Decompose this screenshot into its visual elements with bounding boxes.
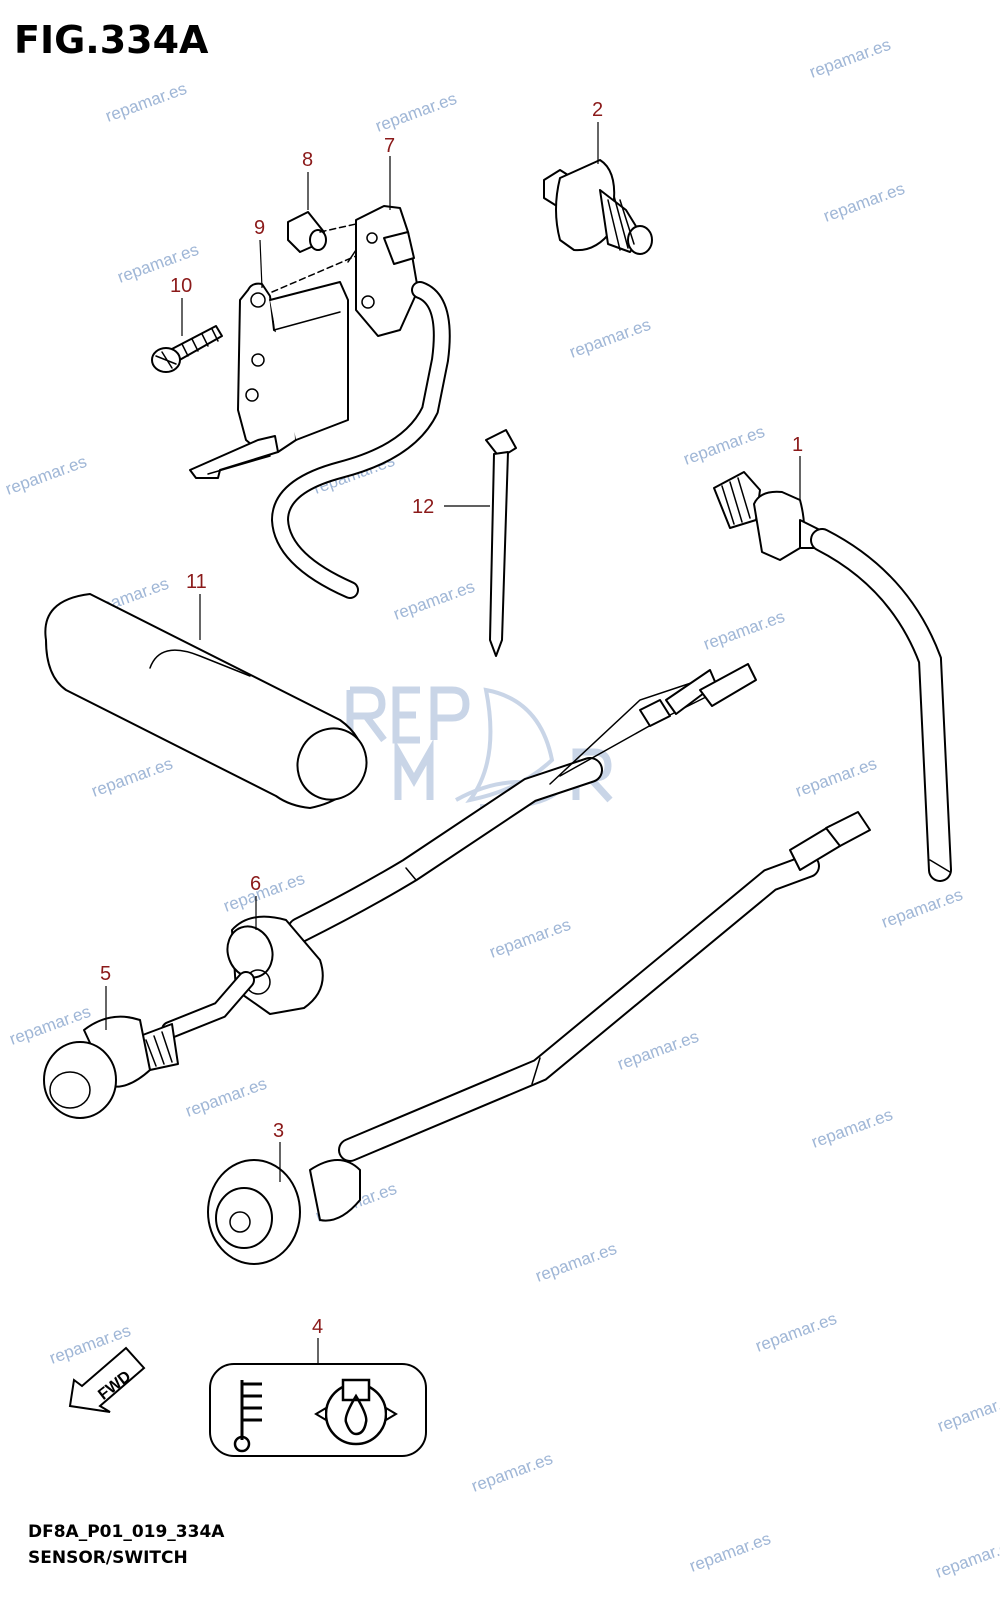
part-8-collar — [287, 211, 327, 253]
part-harness-cable — [287, 663, 757, 943]
watermark: repamar.es — [933, 1535, 1000, 1582]
watermark: repamar.es — [469, 1449, 555, 1496]
part-4-label — [209, 1363, 427, 1457]
callout-2: 2 — [592, 99, 603, 121]
callout-3: 3 — [273, 1120, 284, 1142]
watermark: repamar.es — [753, 1309, 839, 1356]
watermark: repamar.es — [879, 885, 965, 932]
temperature-icon — [233, 1380, 262, 1453]
watermark: repamar.es — [3, 452, 89, 499]
part-6-grommet — [226, 915, 324, 1015]
figure-name: SENSOR/SWITCH — [28, 1548, 188, 1568]
part-3-buzzer — [207, 811, 871, 1265]
part-7-switch — [347, 205, 419, 337]
watermark: repamar.es — [681, 422, 767, 469]
callout-10: 10 — [170, 275, 192, 297]
oil-pressure-icon — [314, 1378, 398, 1446]
part-5-switch — [43, 971, 255, 1119]
watermark: repamar.es — [935, 1389, 1000, 1436]
watermark: repamar.es — [89, 754, 175, 801]
callouts: 1 2 3 4 5 6 7 8 9 10 11 12 — [100, 99, 803, 1338]
watermark: repamar.es — [221, 869, 307, 916]
callout-7: 7 — [384, 135, 395, 157]
watermark: repamar.es — [809, 1105, 895, 1152]
part-7-cable — [270, 281, 451, 599]
watermark: repamar.es — [687, 1529, 773, 1576]
watermark: repamar.es — [103, 79, 189, 126]
callout-4: 4 — [312, 1316, 323, 1338]
watermark: repamar.es — [487, 915, 573, 962]
callout-9: 9 — [254, 217, 265, 239]
part-1-temp-sensor — [713, 471, 952, 882]
part-10-screw — [151, 325, 223, 373]
figure-code: DF8A_P01_019_334A — [28, 1522, 225, 1542]
watermark: repamar.es — [373, 89, 459, 136]
watermark: repamar.es — [615, 1027, 701, 1074]
watermark: repamar.es — [701, 607, 787, 654]
watermark: repamar.es — [567, 315, 653, 362]
watermark: repamar.es — [821, 179, 907, 226]
repamar-logo — [346, 686, 613, 809]
watermark: repamar.es — [183, 1074, 269, 1121]
callout-6: 6 — [250, 873, 261, 895]
watermark: repamar.es — [793, 754, 879, 801]
callout-5: 5 — [100, 963, 111, 985]
watermark: repamar.es — [533, 1239, 619, 1286]
leader-lines — [105, 122, 801, 1364]
watermark: repamar.es — [807, 35, 893, 82]
callout-11: 11 — [186, 571, 207, 593]
part-9-bracket — [189, 281, 349, 479]
part-11-sleeve — [44, 593, 368, 809]
figure-title: FIG.334A — [14, 18, 209, 62]
callout-1: 1 — [792, 434, 803, 456]
part-2-pressure-switch — [543, 159, 653, 255]
callout-8: 8 — [302, 149, 313, 171]
watermark: repamar.es — [391, 577, 477, 624]
callout-12: 12 — [412, 496, 434, 518]
part-12-cable-tie — [485, 429, 517, 657]
